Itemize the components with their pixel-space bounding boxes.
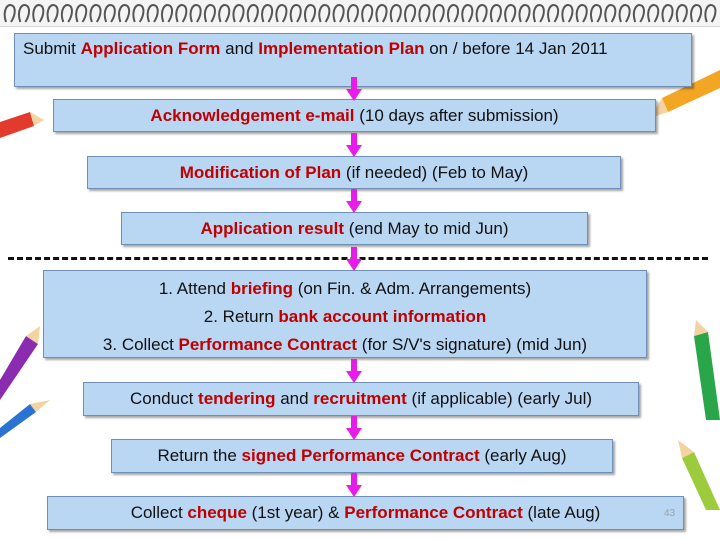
step-highlight: Acknowledgement e-mail xyxy=(150,106,355,125)
step-text: Return the xyxy=(157,446,242,465)
pencil-icon xyxy=(0,400,50,438)
step-text: (early Aug) xyxy=(479,446,567,465)
down-arrow-icon xyxy=(346,77,362,101)
step-highlight: recruitment xyxy=(313,389,407,408)
step-text: and xyxy=(220,39,259,58)
step-text: (if applicable) (early Jul) xyxy=(406,389,593,408)
step-highlight: signed Performance Contract xyxy=(241,446,480,465)
step-return-contract: Return the signed Performance Contract (… xyxy=(111,439,613,473)
step-line: 3. Collect Performance Contract (for S/V… xyxy=(48,331,642,359)
step-highlight: Implementation Plan xyxy=(258,39,425,58)
step-text: 2. Return xyxy=(203,307,279,326)
pencil-icon xyxy=(678,440,720,510)
down-arrow-icon xyxy=(346,247,362,271)
step-line: 1. Attend briefing (on Fin. & Adm. Arran… xyxy=(48,275,642,303)
pencil-icon xyxy=(0,112,44,138)
step-text: (for S/V's signature) (mid Jun) xyxy=(357,335,588,354)
step-text: (late Aug) xyxy=(522,503,601,522)
spiral-binding xyxy=(0,0,720,27)
step-highlight: cheque xyxy=(187,503,247,522)
step-briefing-bank-contract: 1. Attend briefing (on Fin. & Adm. Arran… xyxy=(43,270,647,358)
step-text: Submit xyxy=(23,39,81,58)
step-line: 2. Return bank account information xyxy=(48,303,642,331)
step-text: and xyxy=(275,389,314,408)
down-arrow-icon xyxy=(346,189,362,213)
step-highlight: Performance Contract xyxy=(344,503,523,522)
step-tendering-recruitment: Conduct tendering and recruitment (if ap… xyxy=(83,382,639,416)
step-text: Collect xyxy=(130,503,188,522)
step-highlight: bank account information xyxy=(278,307,487,326)
step-text: 3. Collect xyxy=(102,335,179,354)
divider-dashed-line xyxy=(8,257,708,260)
down-arrow-icon xyxy=(346,133,362,157)
step-collect-cheque: Collect cheque (1st year) & Performance … xyxy=(47,496,684,530)
pencil-icon xyxy=(0,326,40,400)
step-text: on / before 14 Jan 2011 xyxy=(424,39,608,58)
step-highlight: briefing xyxy=(230,279,294,298)
step-highlight: tendering xyxy=(198,389,276,408)
pencil-icon xyxy=(694,320,720,420)
step-text: (end May to mid Jun) xyxy=(344,219,509,238)
step-acknowledgement: Acknowledgement e-mail (10 days after su… xyxy=(53,99,656,132)
step-modification: Modification of Plan (if needed) (Feb to… xyxy=(87,156,621,189)
page-number: 43 xyxy=(664,508,676,519)
step-text: (10 days after submission) xyxy=(354,106,559,125)
step-highlight: Performance Contract xyxy=(178,335,358,354)
step-application-result: Application result (end May to mid Jun) xyxy=(121,212,588,245)
step-text: (if needed) (Feb to May) xyxy=(341,163,529,182)
step-text: (on Fin. & Adm. Arrangements) xyxy=(293,279,532,298)
step-highlight: Modification of Plan xyxy=(179,163,342,182)
step-text: (1st year) & xyxy=(246,503,345,522)
step-text: Conduct xyxy=(129,389,199,408)
down-arrow-icon xyxy=(346,416,362,440)
down-arrow-icon xyxy=(346,359,362,383)
step-text: 1. Attend xyxy=(158,279,231,298)
step-highlight: Application result xyxy=(200,219,345,238)
down-arrow-icon xyxy=(346,473,362,497)
step-highlight: Application Form xyxy=(80,39,221,58)
